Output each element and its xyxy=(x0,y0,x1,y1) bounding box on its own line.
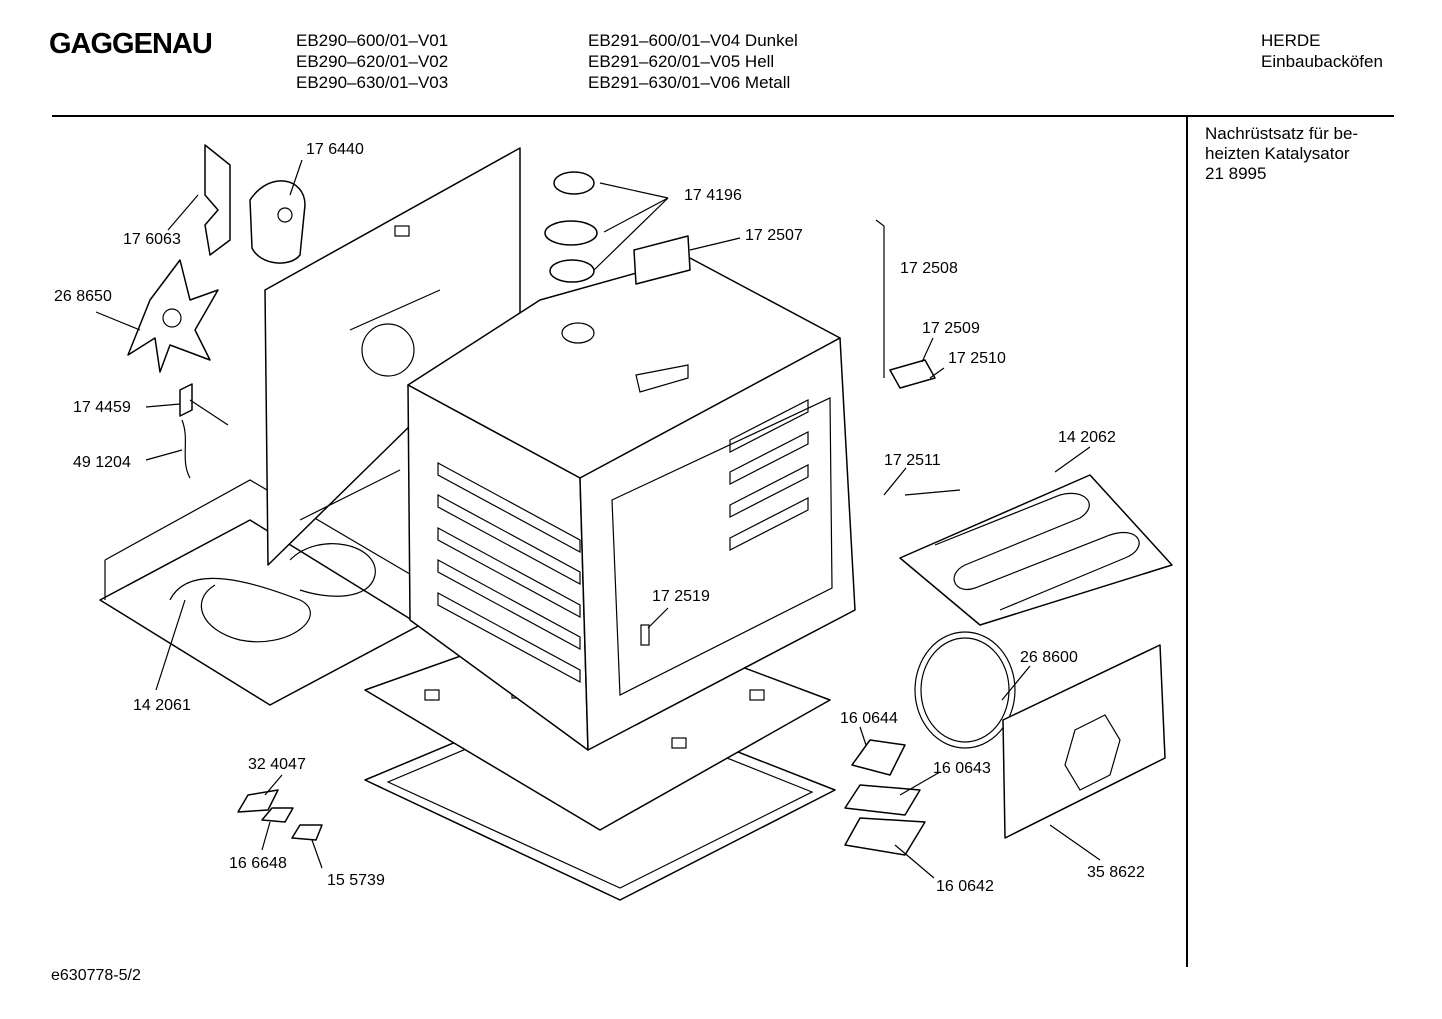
retrofit-note-line: heizten Katalysator xyxy=(1205,144,1350,163)
part-label: 17 2511 xyxy=(884,452,941,469)
part-label: 16 0642 xyxy=(936,878,994,895)
brand-logo: GAGGENAU xyxy=(49,28,213,60)
vent-assembly xyxy=(544,171,691,285)
oven-cavity xyxy=(407,257,856,751)
part-label: 17 6440 xyxy=(306,141,364,158)
part-label: 26 8650 xyxy=(54,288,112,305)
model-number: EB291–620/01–V05 Hell xyxy=(588,52,775,71)
bracket-small xyxy=(889,359,936,389)
part-label: 14 2061 xyxy=(133,697,191,714)
circular-heating-element xyxy=(914,631,1016,749)
fan-cover xyxy=(1002,644,1166,839)
model-number: EB290–600/01–V01 xyxy=(296,31,449,50)
part-number-labels: 17 6440 17 6063 26 8650 17 4459 49 1204 … xyxy=(54,141,1145,895)
part-label: 15 5739 xyxy=(327,872,385,889)
part-label: 16 0644 xyxy=(840,710,898,727)
part-label: 17 4459 xyxy=(73,399,131,416)
model-number: EB290–630/01–V03 xyxy=(296,73,449,92)
model-number: EB291–630/01–V06 Metall xyxy=(588,73,791,92)
part-label: 17 2510 xyxy=(948,350,1006,367)
category-subtype: Einbaubacköfen xyxy=(1261,52,1383,71)
drawing-id: e630778-5/2 xyxy=(51,967,141,984)
part-label: 14 2062 xyxy=(1058,429,1116,446)
seal-parts xyxy=(844,739,926,856)
temperature-sensor xyxy=(179,383,229,479)
model-number: EB290–620/01–V02 xyxy=(296,52,449,71)
part-label: 17 2508 xyxy=(900,260,958,277)
fan-motor xyxy=(249,180,306,264)
control-knob-parts xyxy=(237,789,323,841)
product-category: HERDE Einbaubacköfen xyxy=(1261,30,1383,72)
part-label: 17 2509 xyxy=(922,320,980,337)
model-list-secondary: EB291–600/01–V04 Dunkel EB291–620/01–V05… xyxy=(588,30,798,93)
part-label: 32 4047 xyxy=(248,756,306,773)
category-name: HERDE xyxy=(1261,31,1321,50)
rod xyxy=(875,219,885,378)
cavity-rails xyxy=(437,399,809,684)
model-list-primary: EB290–600/01–V01 EB290–620/01–V02 EB290–… xyxy=(296,30,448,93)
sidebar-divider xyxy=(1186,117,1188,967)
part-label: 17 2507 xyxy=(745,227,803,244)
part-label: 26 8600 xyxy=(1020,649,1078,666)
lower-base-plate xyxy=(99,479,421,706)
fan-wheel xyxy=(127,259,219,373)
part-label: 35 8622 xyxy=(1087,864,1145,881)
header-divider xyxy=(52,115,1394,117)
part-label: 17 2519 xyxy=(652,588,710,605)
part-label: 49 1204 xyxy=(73,454,131,471)
model-number: EB291–600/01–V04 Dunkel xyxy=(588,31,798,50)
part-label: 16 6648 xyxy=(229,855,287,872)
lower-heating-element xyxy=(169,543,376,643)
part-label: 17 4196 xyxy=(684,187,742,204)
retrofit-kit-number: 21 8995 xyxy=(1205,164,1267,183)
part-label: 17 6063 xyxy=(123,231,181,248)
leader-lines xyxy=(95,159,1101,879)
retrofit-note: Nachrüstsatz für be- heizten Katalysator… xyxy=(1205,124,1358,184)
retrofit-note-line: Nachrüstsatz für be- xyxy=(1205,124,1359,143)
motor-bracket xyxy=(204,144,231,256)
part-label: 16 0643 xyxy=(933,760,991,777)
upper-heating-element xyxy=(899,474,1173,626)
